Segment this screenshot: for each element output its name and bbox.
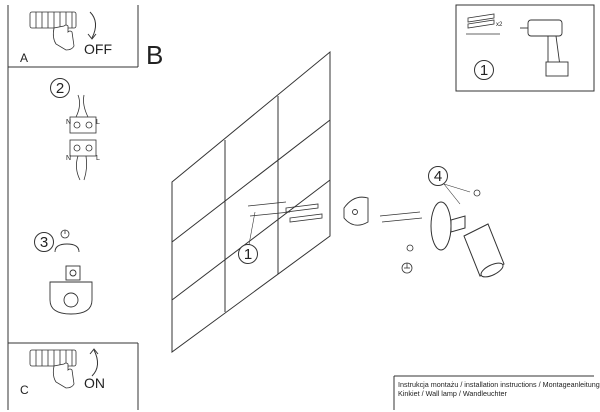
panel-a-letter: A <box>20 51 29 65</box>
panel-a-action: OFF <box>84 41 112 57</box>
footer-line-2: Kinkiet / Wall lamp / Wandleuchter <box>398 389 507 398</box>
screw-icon <box>406 189 481 252</box>
tools-quantity: x2 <box>496 22 503 28</box>
panel-c-letter: C <box>20 383 29 397</box>
hand-icon <box>52 24 75 51</box>
mounting-bracket <box>343 196 369 226</box>
screw-icon <box>379 211 423 223</box>
screw-icon <box>247 201 291 217</box>
arrow-icon <box>87 11 97 40</box>
arrow-icon <box>89 348 99 377</box>
connector-top-l: L <box>96 119 100 126</box>
step-2: 2 <box>50 78 70 98</box>
breaker-panel-icon <box>29 349 77 367</box>
ground-symbol-icon <box>60 229 70 239</box>
step-3: 3 <box>34 232 54 252</box>
wall-lamp-icon <box>430 201 505 278</box>
wall-grid <box>171 50 331 353</box>
footer-line-1: Instrukcja montażu / installation instru… <box>398 380 600 389</box>
main-label: B <box>146 40 164 70</box>
footer-text: Instrukcja montażu / installation instru… <box>398 380 600 398</box>
wall-plug-icon <box>285 203 323 223</box>
tools-panel <box>455 4 595 92</box>
connector-top-n: N <box>66 119 71 126</box>
step-1-tools: 1 <box>474 60 494 80</box>
panel-c-action: ON <box>84 375 105 391</box>
hand-icon <box>52 362 75 389</box>
connector-bottom-l: L <box>96 155 100 162</box>
leader-lines <box>247 183 471 251</box>
terminal-block-icon <box>69 94 97 181</box>
drill-icon <box>520 19 569 77</box>
wall-plug-icon <box>467 13 495 29</box>
breaker-panel-icon <box>29 11 77 29</box>
step-1-wall: 1 <box>238 244 258 264</box>
step-4: 4 <box>428 166 448 186</box>
terminal-block-icon <box>49 243 93 315</box>
connector-bottom-n: N <box>66 155 71 162</box>
ground-symbol-icon <box>401 262 413 274</box>
